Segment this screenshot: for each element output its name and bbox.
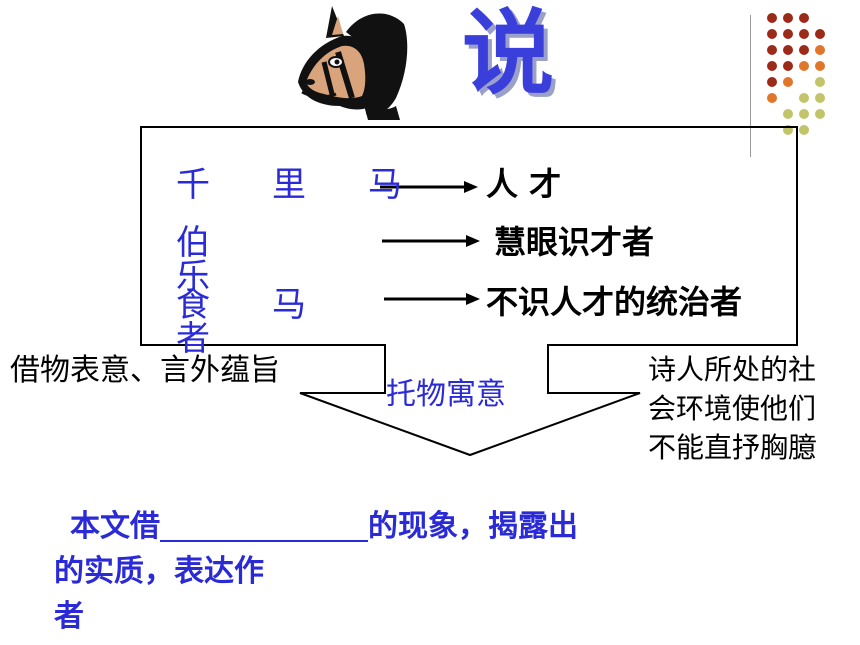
row3-result: 不识人才的统治者: [486, 283, 743, 321]
row1-char-1: 千: [176, 165, 210, 205]
conclusion-prefix: 本文借: [70, 509, 160, 544]
horse-head-icon: [298, 6, 408, 120]
divider: [750, 15, 751, 157]
left-note: 借物表意、言外蕴旨: [10, 353, 280, 388]
right-note-line: 不能直抒胸臆: [648, 431, 817, 464]
row1-char-2: 里: [272, 165, 306, 205]
conclusion-suffix: 的现象，揭露出: [368, 509, 578, 544]
row1-result: 人 才: [486, 165, 562, 203]
row2-label: 伯 乐: [176, 226, 212, 294]
center-note: 托物寓意: [386, 377, 506, 412]
diagram-box-outline: [140, 126, 798, 457]
decorative-dots-icon: [767, 13, 825, 135]
page-title: 说: [462, 0, 555, 107]
row-arrow-head: [466, 235, 480, 247]
row-arrow-head: [464, 181, 478, 193]
row3-label-col: 食 者: [176, 288, 212, 356]
row2-char-2: 乐: [176, 257, 210, 297]
row2-char-1: 伯: [176, 223, 210, 263]
right-note-line: 会环境使他们: [648, 392, 817, 425]
row3-char-3: 者: [176, 319, 210, 359]
row1-char-3: 马: [368, 165, 402, 205]
fill-in-blank[interactable]: [160, 510, 368, 542]
conclusion-line-1: 本文借 的现象，揭露出: [70, 510, 578, 542]
conclusion-line-2: 的实质，表达作: [54, 554, 264, 589]
right-note-line: 诗人所处的社: [648, 353, 817, 386]
row3-char-2: 马: [272, 285, 306, 325]
right-note: 诗人所处的社 会环境使他们 不能直抒胸臆: [648, 350, 858, 467]
row3-char-1: 食: [176, 285, 210, 325]
row2-result: 慧眼识才者: [494, 223, 655, 261]
conclusion-line-3: 者: [54, 599, 84, 634]
row-arrow-head: [466, 293, 480, 305]
